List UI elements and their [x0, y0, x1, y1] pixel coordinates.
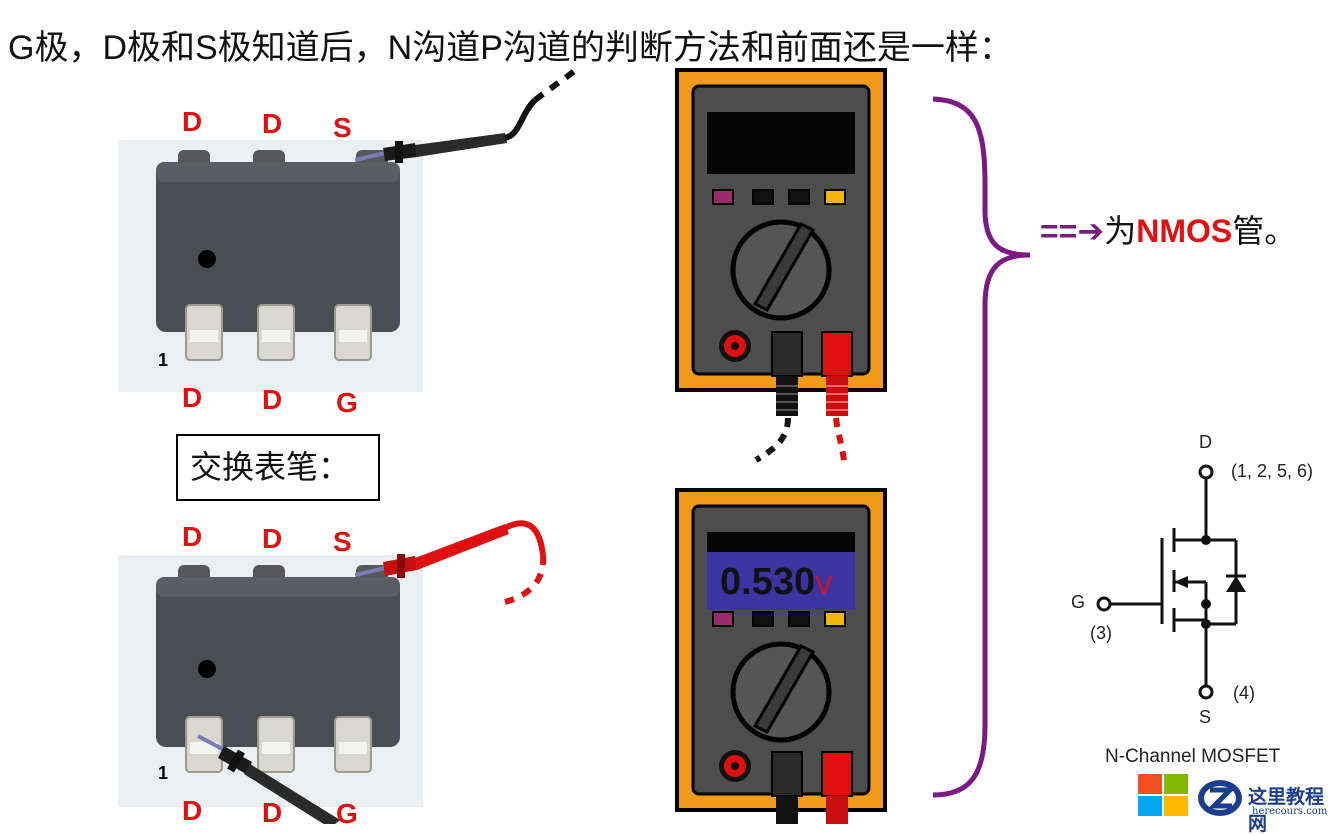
chip-bottom-pin-bottom-1: D [182, 795, 203, 826]
result-text: ==➔为NMOS管。 [1040, 206, 1296, 252]
chip-bottom-pin-bottom-3: G [336, 798, 358, 829]
chip-bottom-pin-top-2: D [262, 523, 283, 554]
page-heading: G极，D极和S极知道后，N沟道P沟道的判断方法和前面还是一样： [8, 29, 1013, 67]
multimeter-top-leads [754, 331, 853, 463]
chip-top-pin-top-2: D [262, 108, 283, 139]
result-suffix: 管。 [1232, 212, 1297, 250]
chip-top [118, 140, 423, 392]
chip-top-pin1-label: 1 [158, 350, 169, 370]
result-prefix: 为 [1104, 212, 1137, 250]
schematic-d-label: D [1199, 432, 1212, 452]
chip-top-pin-bottom-2: D [262, 384, 283, 415]
chip-bottom-pin-bottom-2: D [262, 797, 283, 828]
chip-bottom [118, 555, 423, 807]
chip-top-pin-top-1: D [182, 106, 203, 137]
chip-top-graphic [118, 140, 423, 392]
result-arrow-icon: ==➔ [1040, 213, 1105, 249]
chip-bottom-graphic [118, 555, 423, 807]
z-badge-icon [1198, 780, 1242, 816]
curly-brace [932, 96, 1031, 798]
schematic-s-label: S [1199, 707, 1212, 727]
mosfet-schematic [1096, 464, 1246, 700]
swap-probes-label: 交换表笔： [176, 434, 380, 501]
windows-logo-icon [1138, 774, 1188, 816]
meter-reading-value: 0.530 [720, 561, 816, 603]
black-probe-top [355, 65, 582, 163]
pin1-dot [198, 250, 216, 268]
watermark: 这里教程网 herecours.com [1136, 768, 1336, 835]
schematic-s-pin: (4) [1233, 683, 1255, 703]
chip-bottom-pin-top-1: D [182, 521, 203, 552]
black-probe-bottom [197, 734, 340, 824]
result-type: NMOS [1136, 213, 1233, 249]
watermark-url: herecours.com [1252, 806, 1328, 817]
chip-bottom-pin-top-3: S [333, 526, 352, 557]
schematic-g-label: G [1071, 592, 1086, 612]
red-probe-bottom [355, 520, 547, 605]
schematic-g-pin: (3) [1090, 623, 1112, 643]
pin1-dot [198, 660, 216, 678]
meter-reading-unit: V [815, 570, 833, 600]
schematic-caption: N-Channel MOSFET [1105, 746, 1281, 767]
display-active [707, 552, 855, 610]
chip-top-pin-top-3: S [333, 112, 352, 143]
chip-top-pin-bottom-1: D [182, 382, 203, 413]
schematic-d-pins: (1, 2, 5, 6) [1231, 461, 1314, 481]
chip-bottom-pin1-label: 1 [158, 763, 169, 783]
meter-reading: 0.530V [720, 561, 832, 604]
multimeter-bottom-leads [771, 751, 853, 824]
chip-top-pin-bottom-3: G [336, 387, 358, 418]
